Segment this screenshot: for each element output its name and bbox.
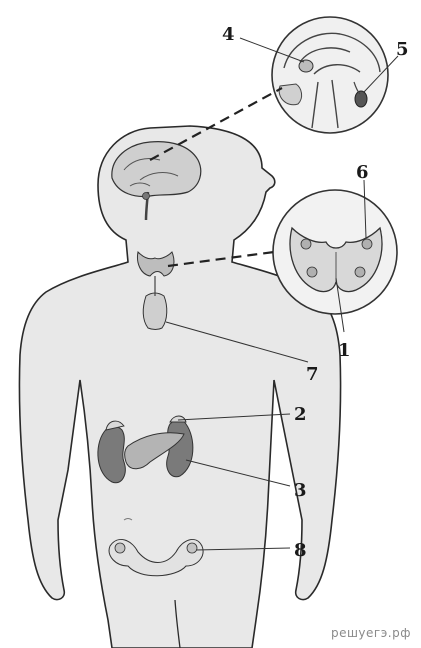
right-gonad — [187, 543, 197, 553]
watermark-text: решуегэ.рф — [331, 626, 411, 640]
thymus-gland — [143, 293, 167, 330]
pituitary-small — [143, 193, 150, 200]
parathyroid-left-bottom — [307, 267, 317, 277]
parathyroid-left-top — [301, 239, 311, 249]
label-3: 3 — [294, 480, 307, 501]
parathyroid-right-top — [362, 239, 372, 249]
label-4: 4 — [222, 24, 235, 45]
label-1: 1 — [338, 340, 351, 361]
label-8: 8 — [294, 540, 307, 561]
label-6: 6 — [356, 162, 369, 183]
hypothalamus — [299, 60, 313, 72]
brain-inset-circle — [272, 17, 388, 133]
label-2: 2 — [294, 404, 307, 425]
parathyroid-right-bottom — [355, 267, 365, 277]
label-5: 5 — [396, 39, 409, 60]
label-7: 7 — [306, 364, 319, 385]
pituitary-gland — [355, 91, 367, 107]
left-gonad — [115, 543, 125, 553]
